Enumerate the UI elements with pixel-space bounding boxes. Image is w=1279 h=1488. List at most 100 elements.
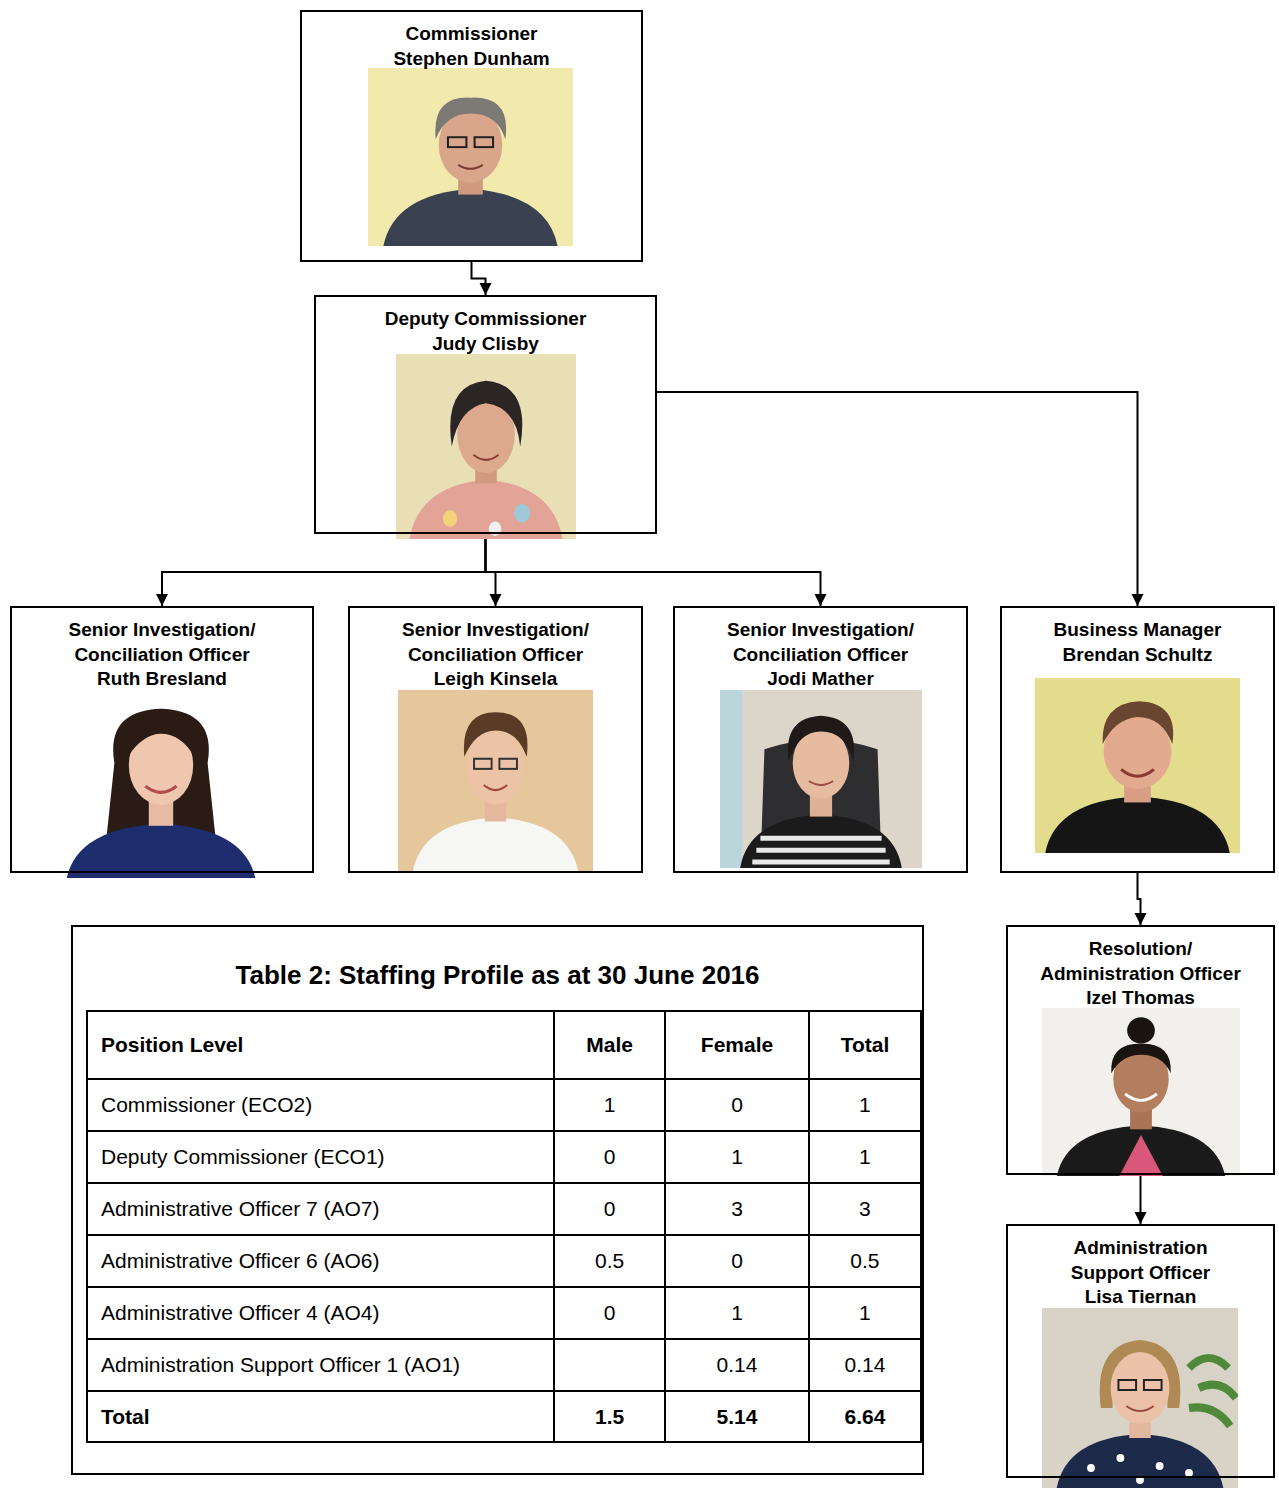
portrait-photo [1035,678,1240,853]
position-title: Senior Investigation/ Conciliation Offic… [22,618,302,667]
table-cell: Total [87,1391,554,1442]
reporting-arrow [486,534,496,606]
table-cell-text: Total [101,1405,150,1428]
table-cell: Commissioner (ECO2) [87,1079,554,1131]
person-name: Judy Clisby [326,332,646,357]
table-cell: 1 [809,1287,921,1339]
table-cell: 0 [554,1131,665,1183]
table-cell: Administrative Officer 6 (AO6) [87,1235,554,1287]
position-title: Administration Support Officer [1041,1236,1241,1285]
position-title: Commissioner [312,22,632,47]
table-cell-text: Position Level [101,1033,243,1056]
table-cell-text: 0 [731,1093,743,1116]
table-row: Administrative Officer 4 (AO4) 0 1 1 [87,1287,921,1339]
portrait-photo [1042,1308,1238,1488]
person-name: Lisa Tiernan [1041,1285,1241,1310]
table-cell-text: 1 [859,1093,871,1116]
table-cell: 0 [554,1287,665,1339]
org-box: Senior Investigation/ Conciliation Offic… [10,606,314,873]
person-name: Stephen Dunham [312,47,632,72]
table-row: Deputy Commissioner (ECO1) 0 1 1 [87,1131,921,1183]
table-cell-text: 3 [731,1197,743,1220]
portrait-photo [1042,1008,1240,1176]
table-cell-text: 0 [604,1145,616,1168]
table-cell: Administrative Officer 4 (AO4) [87,1287,554,1339]
table-cell-text: 0 [731,1249,743,1272]
table-cell-text: 0.14 [845,1353,886,1376]
portrait-photo [50,690,272,878]
table-cell-text: 1 [859,1301,871,1324]
position-title: Senior Investigation/ Conciliation Offic… [358,618,633,667]
table-cell-text: Female [701,1033,773,1056]
table-cell-text: Administration Support Officer 1 (AO1) [101,1353,460,1376]
table-cell: 0.14 [665,1339,809,1391]
org-box: Business ManagerBrendan Schultz [1000,606,1275,873]
table-cell: 5.14 [665,1391,809,1442]
table-cell: 3 [665,1183,809,1235]
table-cell [554,1339,665,1391]
table-cell: Deputy Commissioner (ECO1) [87,1131,554,1183]
table-cell-text: Total [841,1033,890,1056]
table-cell-text: 0.5 [595,1249,624,1272]
table-cell-text: 6.64 [845,1405,886,1428]
reporting-arrow [657,392,1138,606]
table-row: Administration Support Officer 1 (AO1) 0.… [87,1339,921,1391]
portrait-photo [368,68,573,246]
table-cell-text: Administrative Officer 6 (AO6) [101,1249,380,1272]
table-cell-text: 0 [604,1197,616,1220]
table-row: Total 1.5 5.14 6.64 [87,1391,921,1442]
table-cell-text: 0.14 [717,1353,758,1376]
table-cell: 1 [809,1131,921,1183]
org-box: CommissionerStephen Dunham [300,10,643,262]
table-cell: Male [554,1011,665,1079]
portrait-photo [398,690,593,872]
reporting-arrow [486,534,821,606]
table-cell: 0 [554,1183,665,1235]
table-cell: Female [665,1011,809,1079]
table-title: Table 2: Staffing Profile as at 30 June … [73,959,922,991]
table-cell-text: 1 [859,1145,871,1168]
table-frame: Table 2: Staffing Profile as at 30 June … [71,925,924,1475]
table-cell-text: Male [586,1033,633,1056]
portrait-photo [720,690,922,868]
table-cell-text: Deputy Commissioner (ECO1) [101,1145,385,1168]
reporting-arrow [1140,1175,1142,1224]
table-row: Administrative Officer 7 (AO7) 0 3 3 [87,1183,921,1235]
position-title: Business Manager [1010,618,1265,643]
table-cell-text: Administrative Officer 7 (AO7) [101,1197,380,1220]
reporting-arrow [1138,873,1141,925]
person-name: Brendan Schultz [1010,643,1265,668]
table-cell-text: 3 [859,1197,871,1220]
table-cell: 6.64 [809,1391,921,1442]
table-cell-text: 0.5 [850,1249,879,1272]
table-cell: Administration Support Officer 1 (AO1) [87,1339,554,1391]
table-cell: 0.5 [809,1235,921,1287]
table-cell: 1 [665,1287,809,1339]
person-name: Izel Thomas [1023,986,1258,1011]
table-cell-text: Administrative Officer 4 (AO4) [101,1301,380,1324]
org-box: Administration Support OfficerLisa Tiern… [1006,1224,1275,1478]
table-cell-text: 1 [604,1093,616,1116]
table-cell: 0.5 [554,1235,665,1287]
table-cell-text: 0 [604,1301,616,1324]
org-box: Senior Investigation/ Conciliation Offic… [348,606,643,873]
person-name: Ruth Bresland [22,667,302,692]
org-box: Resolution/ Administration OfficerIzel T… [1006,925,1275,1175]
reporting-arrow [472,262,486,295]
position-title: Senior Investigation/ Conciliation Offic… [683,618,958,667]
table-row: Administrative Officer 6 (AO6) 0.5 0 0.5 [87,1235,921,1287]
portrait-photo [396,354,576,539]
table-cell-text: 5.14 [717,1405,758,1428]
table-cell: Total [809,1011,921,1079]
table-cell: 0.14 [809,1339,921,1391]
org-box: Senior Investigation/ Conciliation Offic… [673,606,968,873]
table-cell: 1 [665,1131,809,1183]
table-cell: 1 [809,1079,921,1131]
table-cell-text: 1 [731,1301,743,1324]
reporting-arrow [162,534,486,606]
table-cell-text: 1.5 [595,1405,624,1428]
position-title: Resolution/ Administration Officer [1023,937,1258,986]
table-cell: 3 [809,1183,921,1235]
staffing-table: Position LevelMaleFemaleTotalCommissione… [86,1010,922,1443]
table-cell-text: 1 [731,1145,743,1168]
